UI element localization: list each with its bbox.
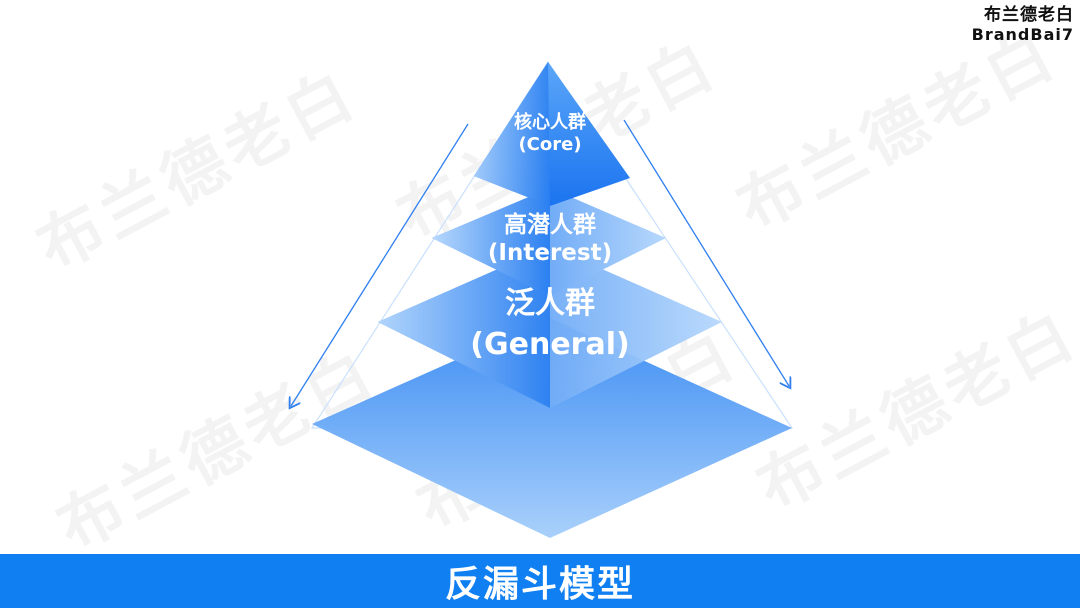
brand-name-en: BrandBai7 xyxy=(971,24,1074,44)
layer-interest-label: 高潜人群 (Interest) xyxy=(488,212,612,267)
right-arrow xyxy=(623,119,789,386)
inverted-funnel-pyramid xyxy=(0,60,794,538)
layer-general-base-shape xyxy=(312,318,792,538)
footer-title: 反漏斗模型 xyxy=(444,564,635,605)
brand-logo: 布兰德老白 BrandBai7 xyxy=(971,5,1074,44)
layer-general-name: 泛人群 xyxy=(504,286,595,321)
layer-interest-name: 高潜人群 xyxy=(504,212,596,238)
brand-name-cn: 布兰德老白 xyxy=(984,5,1074,25)
layer-interest-english: (Interest) xyxy=(487,239,613,266)
footer-bar: 反漏斗模型 xyxy=(0,554,1080,608)
layer-core-name: 核心人群 xyxy=(514,112,586,133)
layer-general-label: 泛人群 (General) xyxy=(470,284,629,365)
left-arrow xyxy=(291,123,469,406)
layer-core-english: (Core) xyxy=(518,133,582,155)
layer-core-label: 核心人群 (Core) xyxy=(514,112,586,155)
layer-general-english: (General) xyxy=(470,326,630,362)
